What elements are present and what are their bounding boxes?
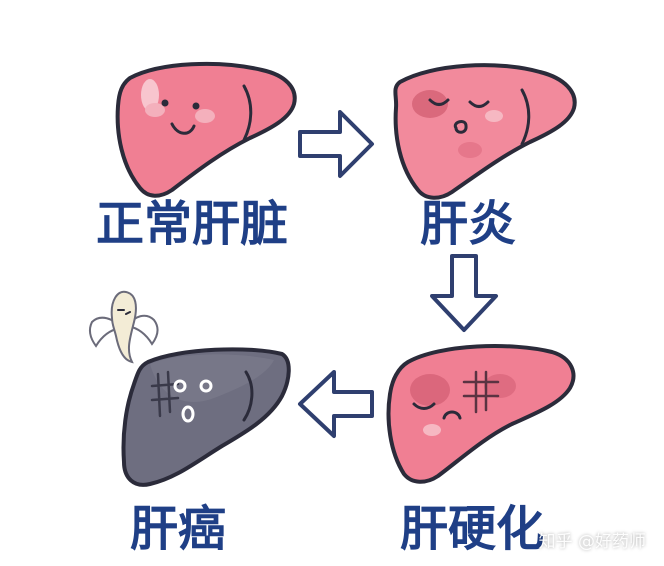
cirrhosis-liver-illustration	[386, 344, 576, 484]
watermark: 知乎 @好药师	[538, 532, 646, 552]
hepatitis-liver-illustration	[393, 63, 577, 200]
stage-label-hepatitis: 肝炎	[420, 196, 517, 252]
stage-label-liver-cancer: 肝癌	[130, 501, 227, 557]
arrow-down-icon	[430, 254, 498, 332]
stage-label-normal-liver: 正常肝脏	[96, 196, 289, 252]
arrow-left-icon	[298, 370, 374, 438]
normal-liver-illustration	[115, 61, 297, 198]
arrow-right-icon	[298, 110, 374, 178]
liver-cancer-illustration	[121, 347, 291, 487]
stage-label-cirrhosis: 肝硬化	[400, 501, 545, 557]
ghost-angel-icon	[88, 290, 159, 364]
